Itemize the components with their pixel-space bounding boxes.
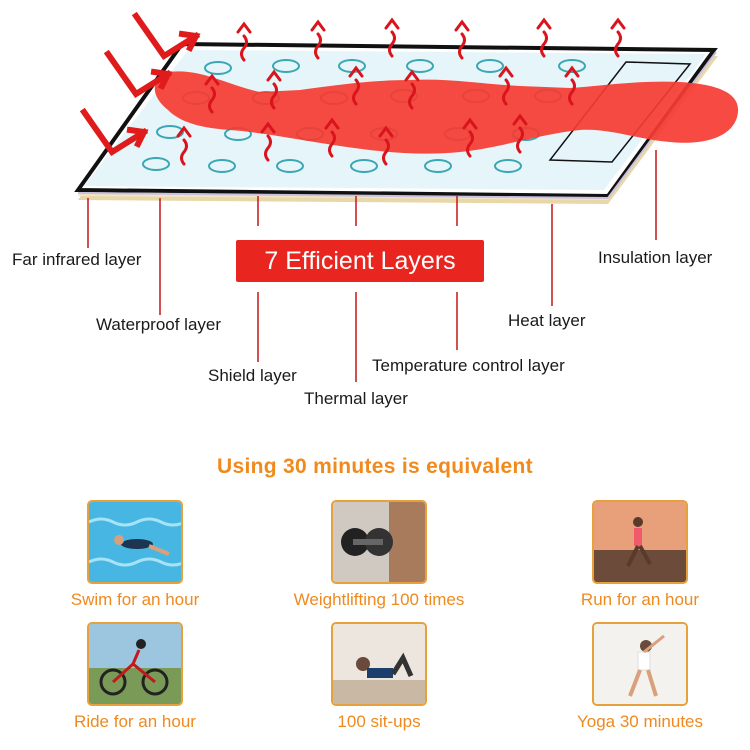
activity-label: Weightlifting 100 times (293, 590, 465, 609)
activity-ride: Ride for an hour (15, 622, 255, 732)
swimmer-photo-icon (87, 500, 183, 584)
activity-situps: 100 sit-ups (259, 622, 499, 732)
activity-label: Run for an hour (580, 590, 700, 609)
activity-label: 100 sit-ups (337, 712, 421, 731)
layers-badge: 7 Efficient Layers (236, 240, 484, 282)
label-waterproof-layer: Waterproof layer (96, 315, 222, 334)
label-heat-layer: Heat layer (508, 311, 586, 330)
activity-swim: Swim for an hour (15, 500, 255, 610)
label-temperature-control-layer: Temperature control layer (372, 356, 565, 375)
label-far-infrared-layer: Far infrared layer (12, 250, 142, 269)
heat-wave-arrows (176, 17, 626, 166)
cyclist-photo-icon (87, 622, 183, 706)
label-thermal-layer: Thermal layer (304, 389, 408, 408)
yoga-photo-icon (592, 622, 688, 706)
activity-yoga: Yoga 30 minutes (520, 622, 750, 732)
body-silhouette (154, 71, 739, 154)
activity-run: Run for an hour (520, 500, 750, 610)
label-shield-layer: Shield layer (208, 366, 297, 385)
heating-mat-diagram (74, 11, 739, 382)
dumbbell-photo-icon (331, 500, 427, 584)
label-insulation-layer: Insulation layer (598, 248, 713, 267)
situp-photo-icon (331, 622, 427, 706)
equivalence-heading: Using 30 minutes is equivalent (217, 455, 533, 478)
leader-lines (87, 150, 657, 382)
activity-label: Swim for an hour (70, 590, 200, 609)
runner-photo-icon (592, 500, 688, 584)
activity-label: Ride for an hour (74, 712, 196, 731)
activity-weightlifting: Weightlifting 100 times (259, 500, 499, 610)
reflection-arrows (79, 11, 201, 157)
activity-label: Yoga 30 minutes (576, 712, 704, 731)
